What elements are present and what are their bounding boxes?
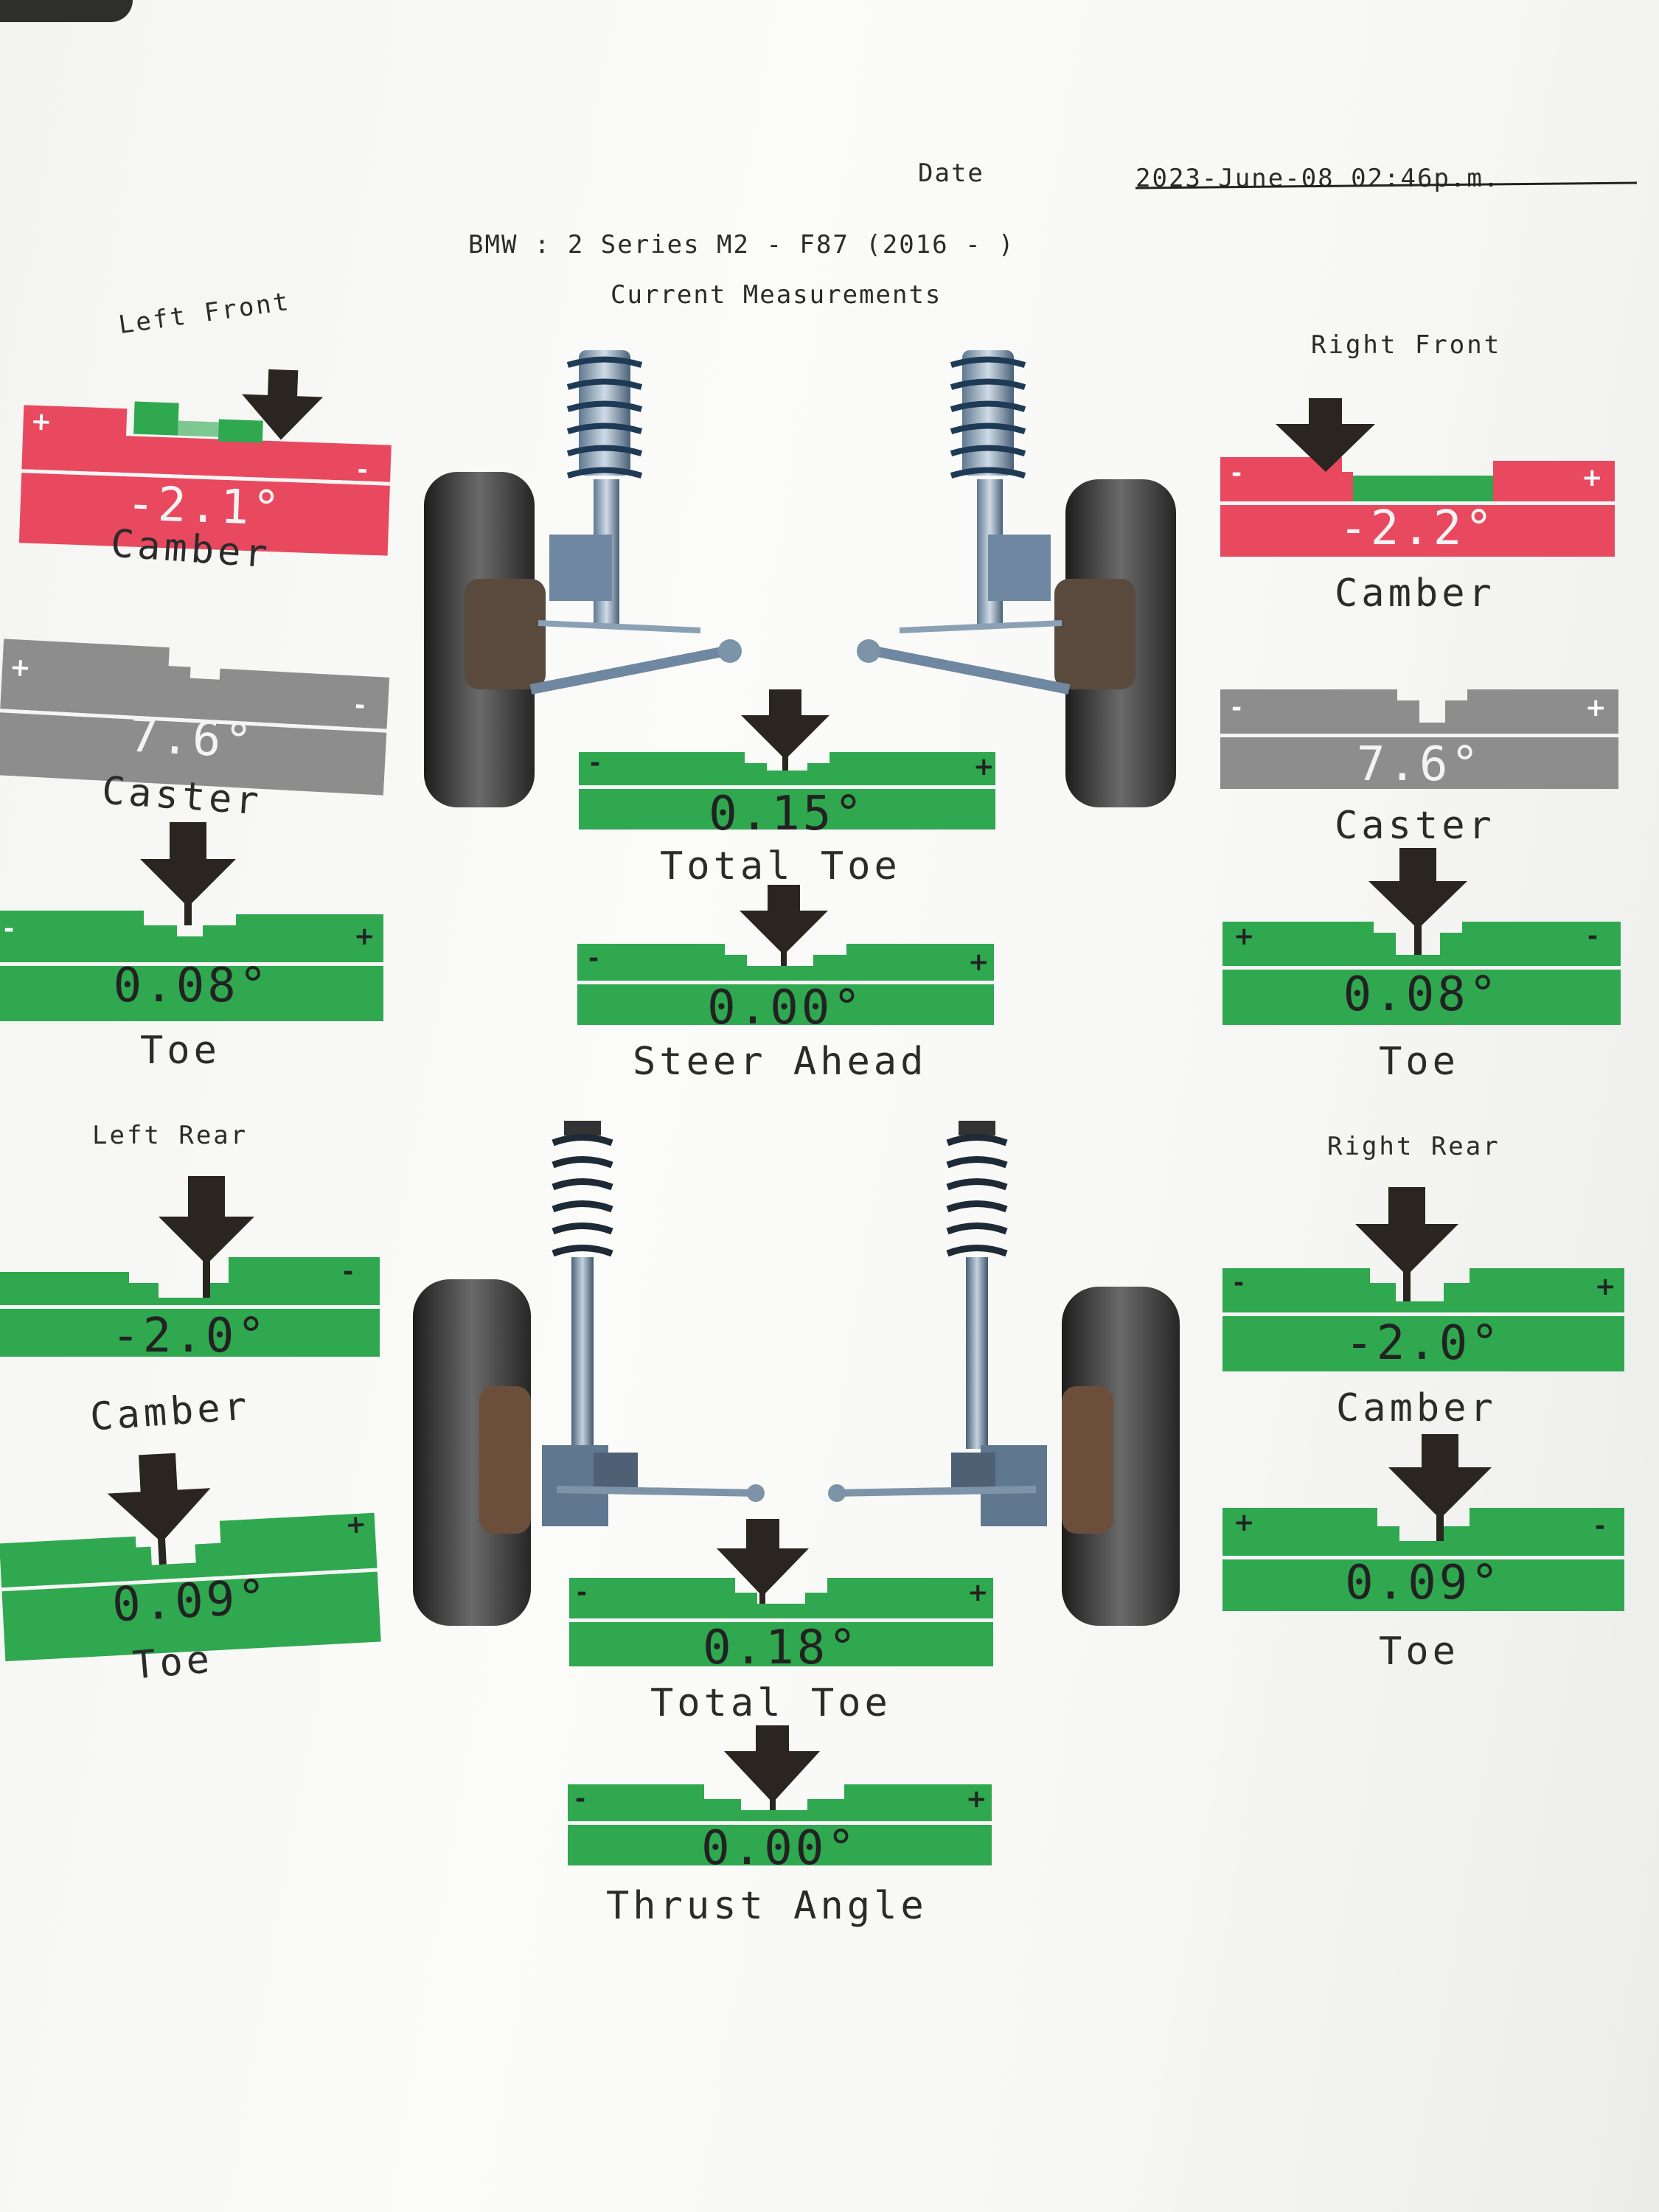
front-total-toe-label: Total Toe [660, 844, 901, 888]
plus-sign: + [1234, 922, 1255, 951]
minus-sign: - [590, 748, 601, 778]
right-rear-camber-gauge: - + -2.0° [1222, 1187, 1624, 1371]
steer-ahead-label: Steer Ahead [633, 1040, 928, 1084]
plus-sign: + [1234, 1508, 1255, 1537]
left-front-hub [465, 579, 546, 689]
minus-sign: - [356, 455, 369, 485]
rear-total-toe-label: Total Toe [650, 1681, 891, 1725]
measurements-subtitle: Current Measurements [611, 280, 942, 310]
right-front-caster-gauge: - + 7.6° [1220, 689, 1618, 792]
front-suspension-diagram [424, 350, 1176, 807]
front-total-toe-gauge: - + 0.15° [579, 689, 995, 841]
right-rear-title: Right Rear [1327, 1132, 1500, 1161]
rear-total-toe-value: 0.18° [703, 1621, 860, 1675]
right-rear-toe-label: Toe [1379, 1630, 1459, 1674]
right-front-title: Right Front [1311, 330, 1502, 360]
right-rear-camber-value: -2.0° [1345, 1316, 1502, 1371]
plus-sign: + [1595, 1272, 1616, 1301]
plus-sign: + [973, 752, 995, 782]
minus-sign: - [577, 1578, 588, 1607]
gauge-graphic [0, 1176, 380, 1357]
plus-sign: + [354, 922, 375, 951]
front-total-toe-value: 0.15° [709, 787, 866, 841]
gauge-graphic [1222, 1434, 1624, 1611]
minus-sign: - [354, 690, 366, 721]
thrust-angle-label: Thrust Angle [606, 1884, 928, 1928]
steer-ahead-gauge: - + 0.00° [577, 885, 994, 1035]
gauge-graphic [569, 1519, 993, 1666]
minus-sign: - [1587, 922, 1599, 951]
left-rear-title: Left Rear [92, 1121, 248, 1150]
gauge-graphic [568, 1725, 992, 1865]
left-rear-toe-label: Toe [131, 1637, 215, 1688]
minus-sign: - [343, 1257, 354, 1287]
left-rear-drum [479, 1386, 531, 1534]
background-corner [0, 0, 133, 22]
plus-sign: + [966, 1784, 987, 1814]
gauge-graphic [577, 885, 994, 1025]
minus-sign: - [575, 1784, 586, 1814]
rear-suspension-diagram [413, 1121, 1180, 1626]
gauge-graphic [0, 1453, 381, 1662]
left-rear-camber-value: -2.0° [111, 1309, 268, 1363]
left-front-caster-gauge: + - 7.6° [0, 639, 390, 796]
right-front-camber-label: Camber [1335, 571, 1495, 616]
right-front-toe-label: Toe [1379, 1040, 1459, 1084]
right-front-camber-gauge: - + -2.2° [1220, 398, 1615, 557]
right-front-toe-value: 0.08° [1343, 967, 1500, 1022]
left-front-toe-gauge: - + 0.08° [0, 822, 383, 1021]
plus-sign: + [967, 1578, 989, 1607]
gauge-graphic [579, 689, 995, 830]
vehicle-title: BMW : 2 Series M2 - F87 (2016 - ) [468, 230, 1015, 260]
right-front-caster-value: 7.6° [1356, 737, 1483, 792]
gauge-graphic [1220, 689, 1618, 789]
right-front-caster-label: Caster [1335, 804, 1495, 848]
gauge-graphic [0, 639, 390, 796]
date-label: Date [918, 159, 984, 188]
minus-sign: - [588, 944, 599, 973]
minus-sign: - [4, 914, 15, 944]
gauge-graphic [1222, 848, 1621, 1025]
minus-sign: - [1595, 1512, 1606, 1541]
minus-sign: - [1234, 1268, 1245, 1298]
plus-sign: + [1585, 693, 1607, 723]
plus-sign: + [9, 652, 32, 684]
right-front-toe-gauge: + - 0.08° [1222, 848, 1621, 1025]
left-front-camber-gauge: + - -2.1° [18, 362, 394, 556]
plus-sign: + [344, 1509, 367, 1540]
right-front-camber-value: -2.2° [1339, 501, 1496, 556]
left-front-toe-value: 0.08° [113, 959, 271, 1013]
right-rear-camber-label: Camber [1336, 1386, 1497, 1430]
left-rear-toe-gauge: + 0.09° [0, 1443, 381, 1662]
right-rear-toe-gauge: + - 0.09° [1222, 1434, 1624, 1611]
thrust-angle-gauge: - + 0.00° [568, 1725, 992, 1876]
right-rear-tire [1062, 1287, 1180, 1626]
steer-ahead-value: 0.00° [707, 981, 864, 1035]
date-value: 2023-June-08 02:46p.m. [1135, 164, 1500, 193]
left-front-toe-label: Toe [140, 1029, 220, 1073]
minus-sign: - [1231, 693, 1242, 723]
gauge-graphic [1220, 398, 1615, 557]
thrust-angle-value: 0.00° [701, 1821, 858, 1876]
right-rear-toe-value: 0.09° [1345, 1556, 1502, 1610]
gauge-graphic [1222, 1187, 1624, 1371]
plus-sign: + [29, 406, 52, 437]
gauge-graphic [18, 369, 392, 556]
plus-sign: + [968, 947, 990, 977]
minus-sign: - [1231, 459, 1242, 488]
gauge-graphic [0, 822, 383, 1021]
rear-total-toe-gauge: - + 0.18° [569, 1519, 993, 1675]
plus-sign: + [1582, 463, 1603, 493]
left-rear-camber-gauge: - -2.0° [0, 1176, 380, 1363]
right-rear-drum [1062, 1386, 1113, 1534]
right-front-hub [1054, 579, 1135, 689]
left-rear-tire [413, 1279, 531, 1626]
